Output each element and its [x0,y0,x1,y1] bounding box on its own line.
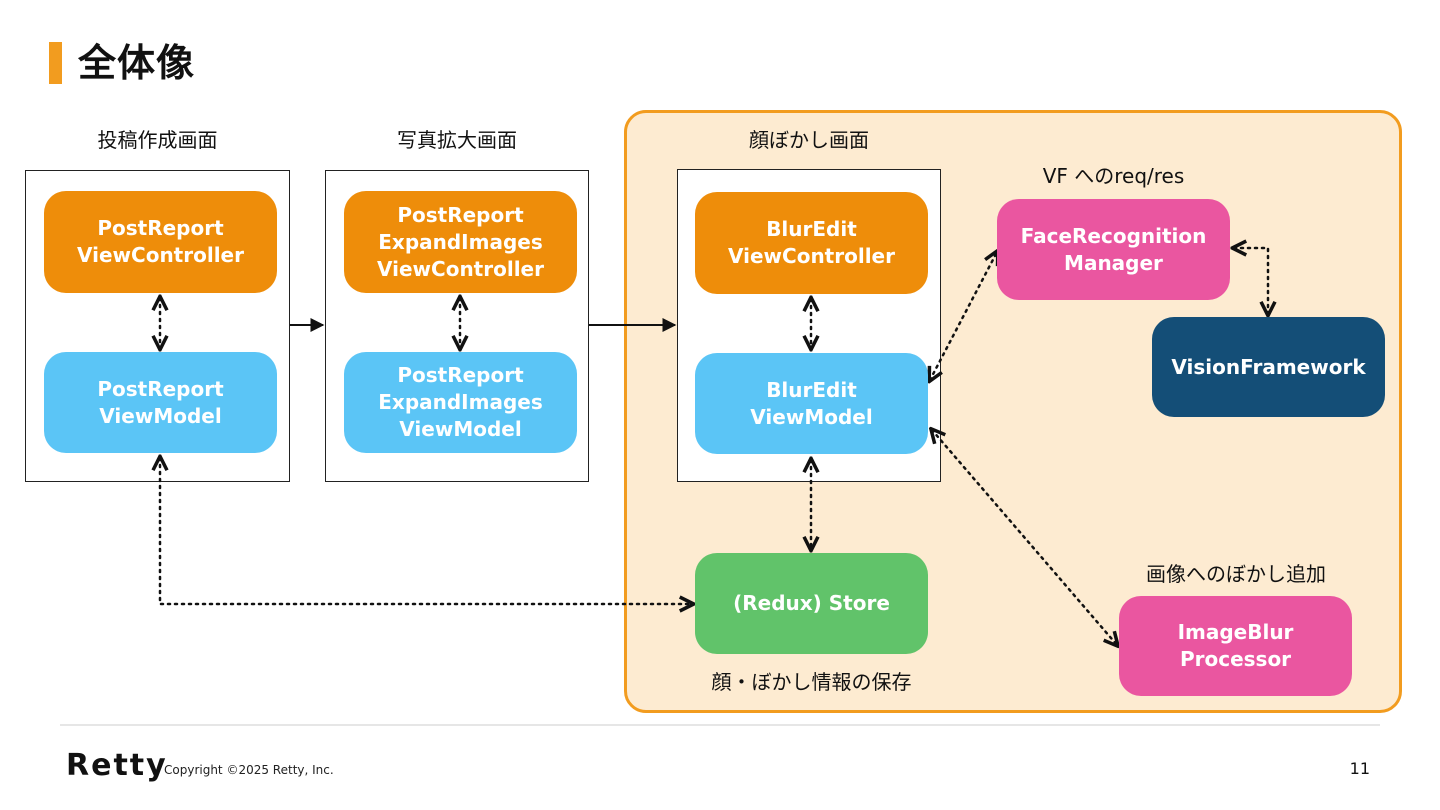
link-face-manager-vision [1234,248,1268,314]
vf-req-res-annotation: VF へのreq/res [1042,164,1185,188]
page-title: 全体像 [78,41,196,85]
link-post-vm-store [160,458,692,604]
store-info-annotation: 顔・ぼかし情報の保存 [711,670,912,694]
link-blur-vm-image-blur [932,430,1117,645]
screen-label-post-create: 投稿作成画面 [97,128,218,152]
screen-label-face-blur: 顔ぼかし画面 [749,128,869,152]
title-accent-bar [49,42,62,84]
retty-logo: Retty [66,748,168,783]
link-blur-vm-face-manager [930,252,997,380]
copyright-text: Copyright ©2025 Retty, Inc. [164,763,334,777]
vision-framework-node: VisionFramework [1152,317,1385,417]
footer-divider [60,724,1380,726]
page-number: 11 [1349,759,1370,778]
screen-label-photo-expand: 写真拡大画面 [397,128,517,152]
image-blur-annotation: 画像へのぼかし追加 [1146,562,1326,586]
redux-store-node: (Redux) Store [695,553,928,654]
